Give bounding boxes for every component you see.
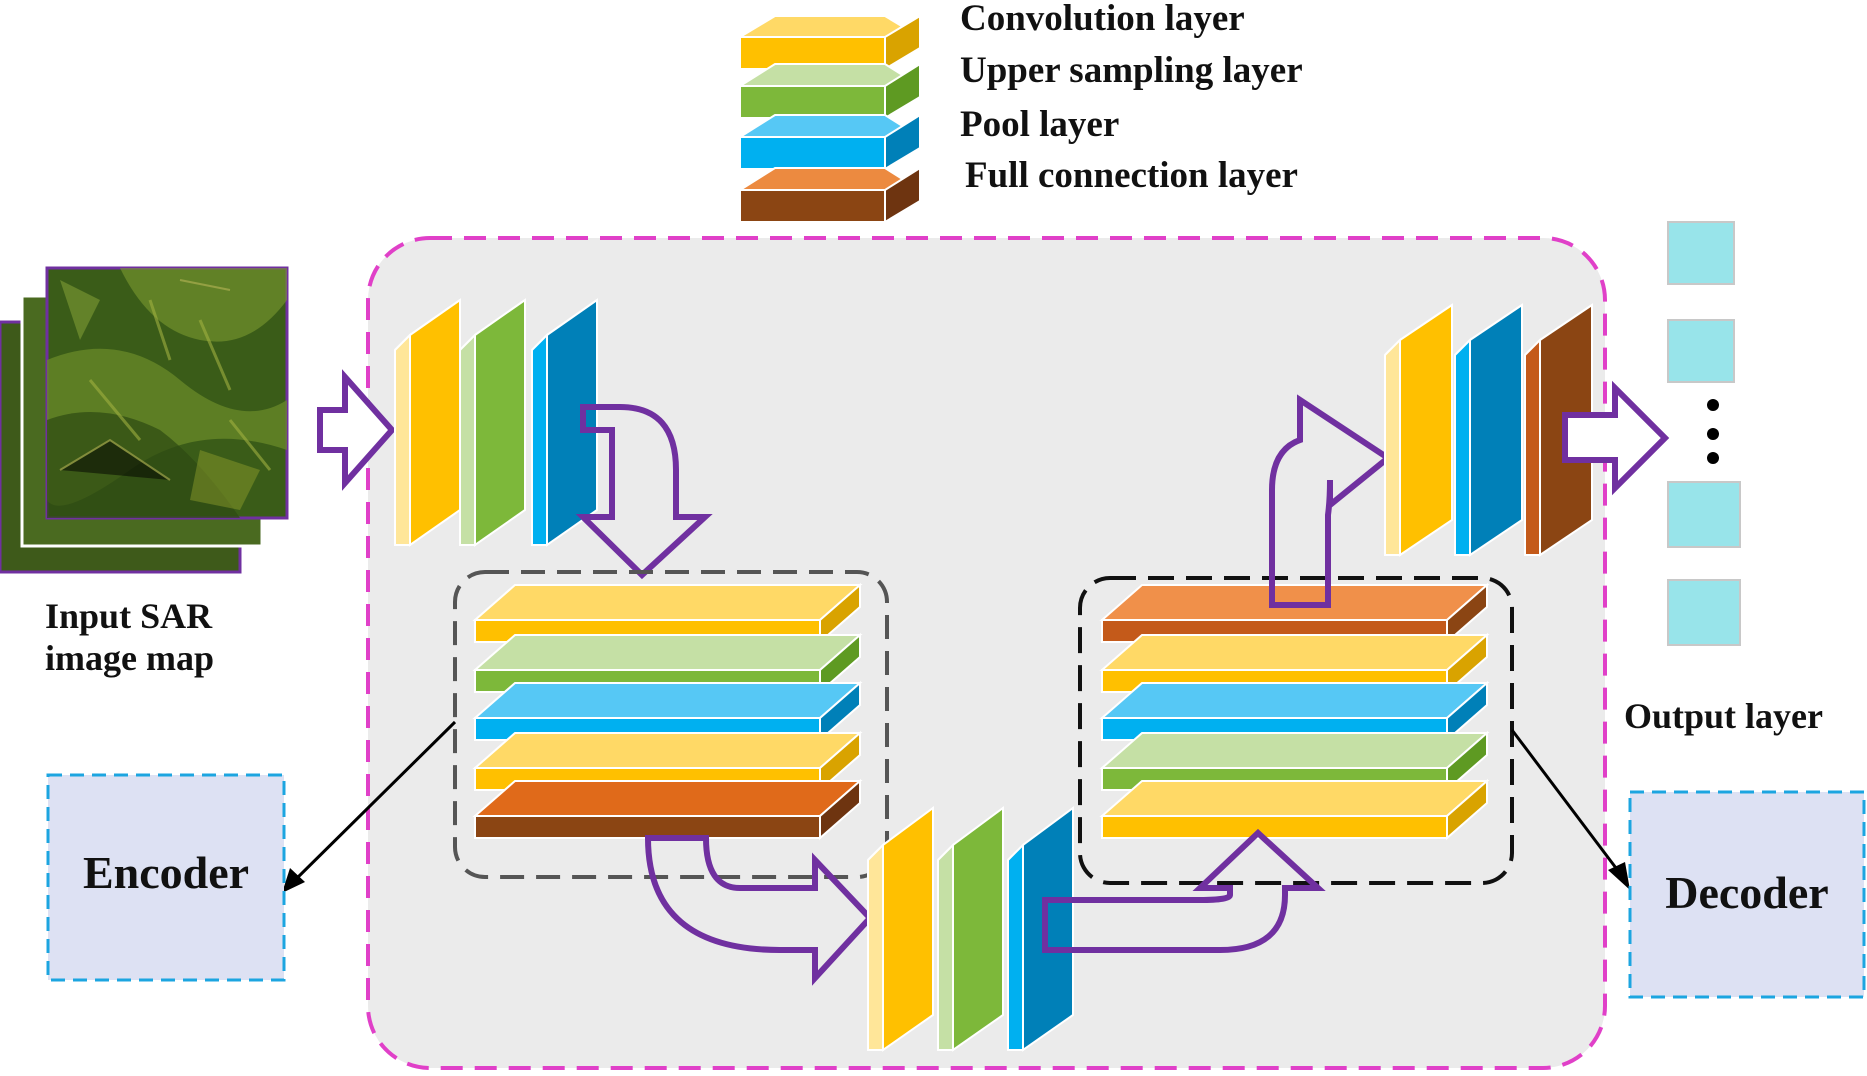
decoder-slab-fullconn (1099, 582, 1490, 645)
conv-slab-bottleneck (867, 806, 934, 1052)
layer-group-1 (394, 298, 598, 547)
arrow-to-bottleneck (644, 835, 875, 986)
decoder-label: Decoder (1665, 867, 1828, 918)
input-sar-image-stack (0, 266, 289, 574)
encoder-slab-conv-2 (472, 730, 863, 793)
pool-slab-output (1454, 303, 1523, 557)
ellipsis-dot (1707, 428, 1719, 440)
decoder-pointer-arrowhead (1608, 862, 1630, 890)
arrow-into-encoder (575, 404, 713, 580)
legend-label-convolution: Convolution layer (960, 0, 1245, 39)
encoder-box (46, 773, 286, 982)
input-label-line1: Input SAR (45, 596, 213, 636)
arrow-to-output (1562, 380, 1670, 496)
pool-slab-1 (531, 298, 598, 547)
ellipsis-dot (1707, 452, 1719, 464)
legend: Convolution layer Upper sampling layer P… (736, 0, 1303, 224)
fullconn-slab-output (1524, 303, 1593, 557)
encoder-slab-fullconn (472, 778, 863, 841)
decoder-slab-conv-2 (1099, 778, 1490, 841)
output-layer-label: Output layer (1624, 696, 1823, 736)
legend-swatch-pool (736, 113, 924, 171)
legend-swatch-convolution (736, 14, 924, 71)
encoder-pointer-arrowhead (282, 868, 305, 893)
encoder-label: Encoder (83, 847, 249, 898)
legend-swatch-upsampling (736, 62, 924, 120)
legend-label-fullconn: Full connection layer (965, 155, 1298, 196)
output-cell (1667, 319, 1735, 383)
layer-group-output (1384, 303, 1593, 557)
ellipsis-dot (1707, 399, 1719, 411)
input-label-line2: image map (45, 638, 214, 678)
output-cell (1667, 579, 1741, 646)
arrow-to-decoder (1042, 828, 1326, 953)
encoder-slab-pool (472, 680, 863, 743)
conv-slab-output (1384, 303, 1453, 557)
encoder-slab-conv-1 (472, 582, 863, 645)
decoder-slab-pool (1099, 680, 1490, 743)
decoder-pointer-line (1510, 729, 1627, 881)
legend-label-pool: Pool layer (960, 104, 1119, 145)
output-cells (1667, 221, 1741, 646)
decoder-box (1628, 790, 1866, 999)
legend-label-upsampling: Upper sampling layer (960, 50, 1303, 91)
input-arrow (317, 369, 397, 491)
encoder-region (453, 570, 889, 879)
conv-slab-1 (394, 298, 461, 547)
output-cell (1667, 221, 1735, 285)
encoder-stack (472, 582, 863, 841)
network-panel (366, 236, 1607, 1070)
encoder-pointer-line (288, 720, 457, 887)
upsample-slab-bottleneck (937, 806, 1004, 1052)
output-cell (1667, 481, 1741, 548)
legend-swatch-fullconn (736, 166, 924, 224)
sar-image (45, 266, 289, 520)
upsample-slab-1 (459, 298, 526, 547)
decoder-stack (1099, 582, 1490, 841)
